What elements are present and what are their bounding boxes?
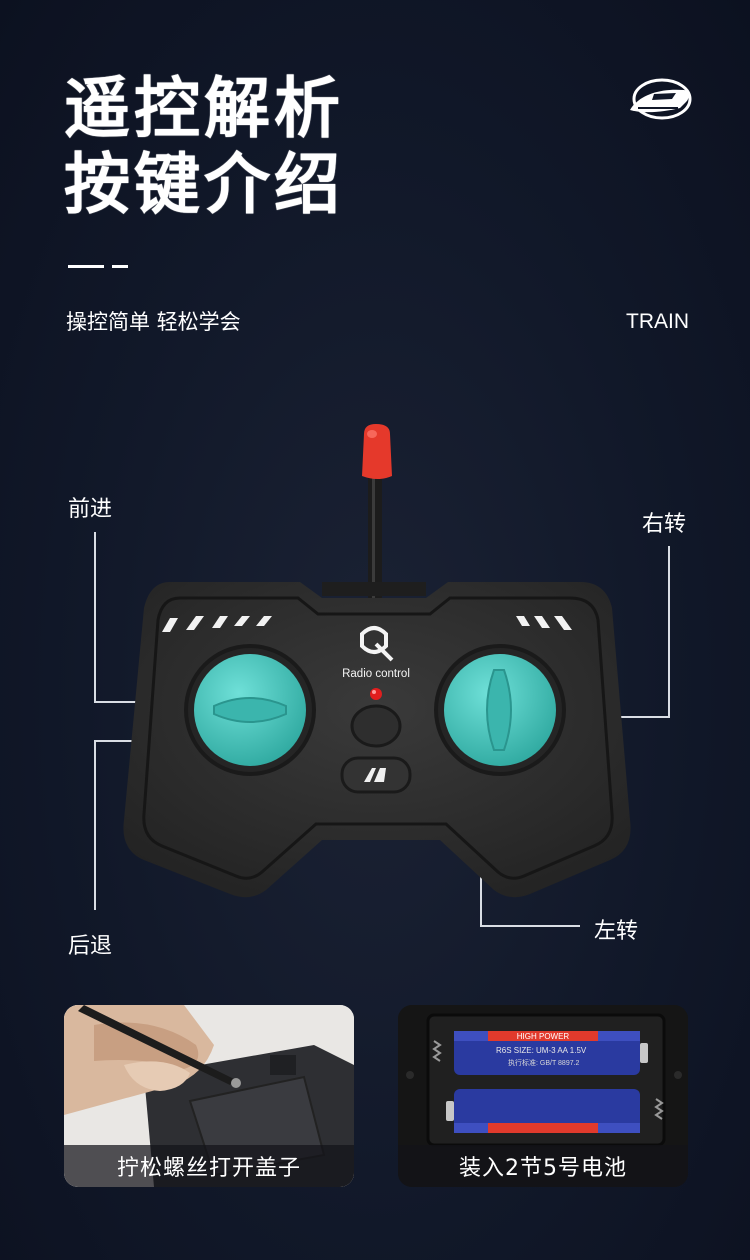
remote-controller: Radio control <box>123 424 631 898</box>
label-backward: 后退 <box>68 934 113 959</box>
center-button[interactable] <box>350 704 402 748</box>
callout-line-right <box>668 546 670 718</box>
radio-control-logo-icon <box>360 626 394 662</box>
photo-install-batteries: HIGH POWER R6S SIZE: UM-3 AA 1.5V 执行标准: … <box>398 1005 688 1187</box>
battery-brand-text: HIGH POWER <box>517 1032 570 1041</box>
label-left-turn: 左转 <box>594 919 639 944</box>
caption-open-cover: 拧松螺丝打开盖子 <box>64 1145 354 1187</box>
battery-standard-text: 执行标准: GB/T 8897.2 <box>508 1058 580 1067</box>
battery-spec-text: R6S SIZE: UM-3 AA 1.5V <box>496 1046 587 1055</box>
callout-line-forward <box>94 532 96 702</box>
left-joystick[interactable] <box>184 644 316 776</box>
radio-control-text: Radio control <box>342 668 410 680</box>
label-forward: 前进 <box>68 497 113 522</box>
vent-slots-left <box>162 616 272 632</box>
title-divider-short <box>112 265 128 268</box>
vent-slots-right <box>516 616 572 630</box>
callout-line-left-h <box>480 925 580 927</box>
title-divider <box>68 265 104 268</box>
page-title-line-2: 按键介绍 <box>64 146 344 223</box>
page-subtitle: 操控简单 轻松学会 <box>66 310 241 334</box>
callout-line-backward <box>94 740 96 910</box>
right-joystick[interactable] <box>434 644 566 776</box>
power-led <box>370 688 382 700</box>
photo-open-cover: 拧松螺丝打开盖子 <box>64 1005 354 1187</box>
brand-text: TRAIN <box>626 310 689 333</box>
horn-icon <box>364 768 386 782</box>
label-right-turn: 右转 <box>642 512 687 537</box>
horn-button[interactable] <box>340 756 412 794</box>
antenna-tip <box>362 424 392 479</box>
caption-install-batteries: 装入2节5号电池 <box>398 1145 688 1187</box>
train-logo-icon <box>630 78 692 120</box>
page-title-line-1: 遥控解析 <box>64 70 344 147</box>
antenna <box>362 424 392 602</box>
